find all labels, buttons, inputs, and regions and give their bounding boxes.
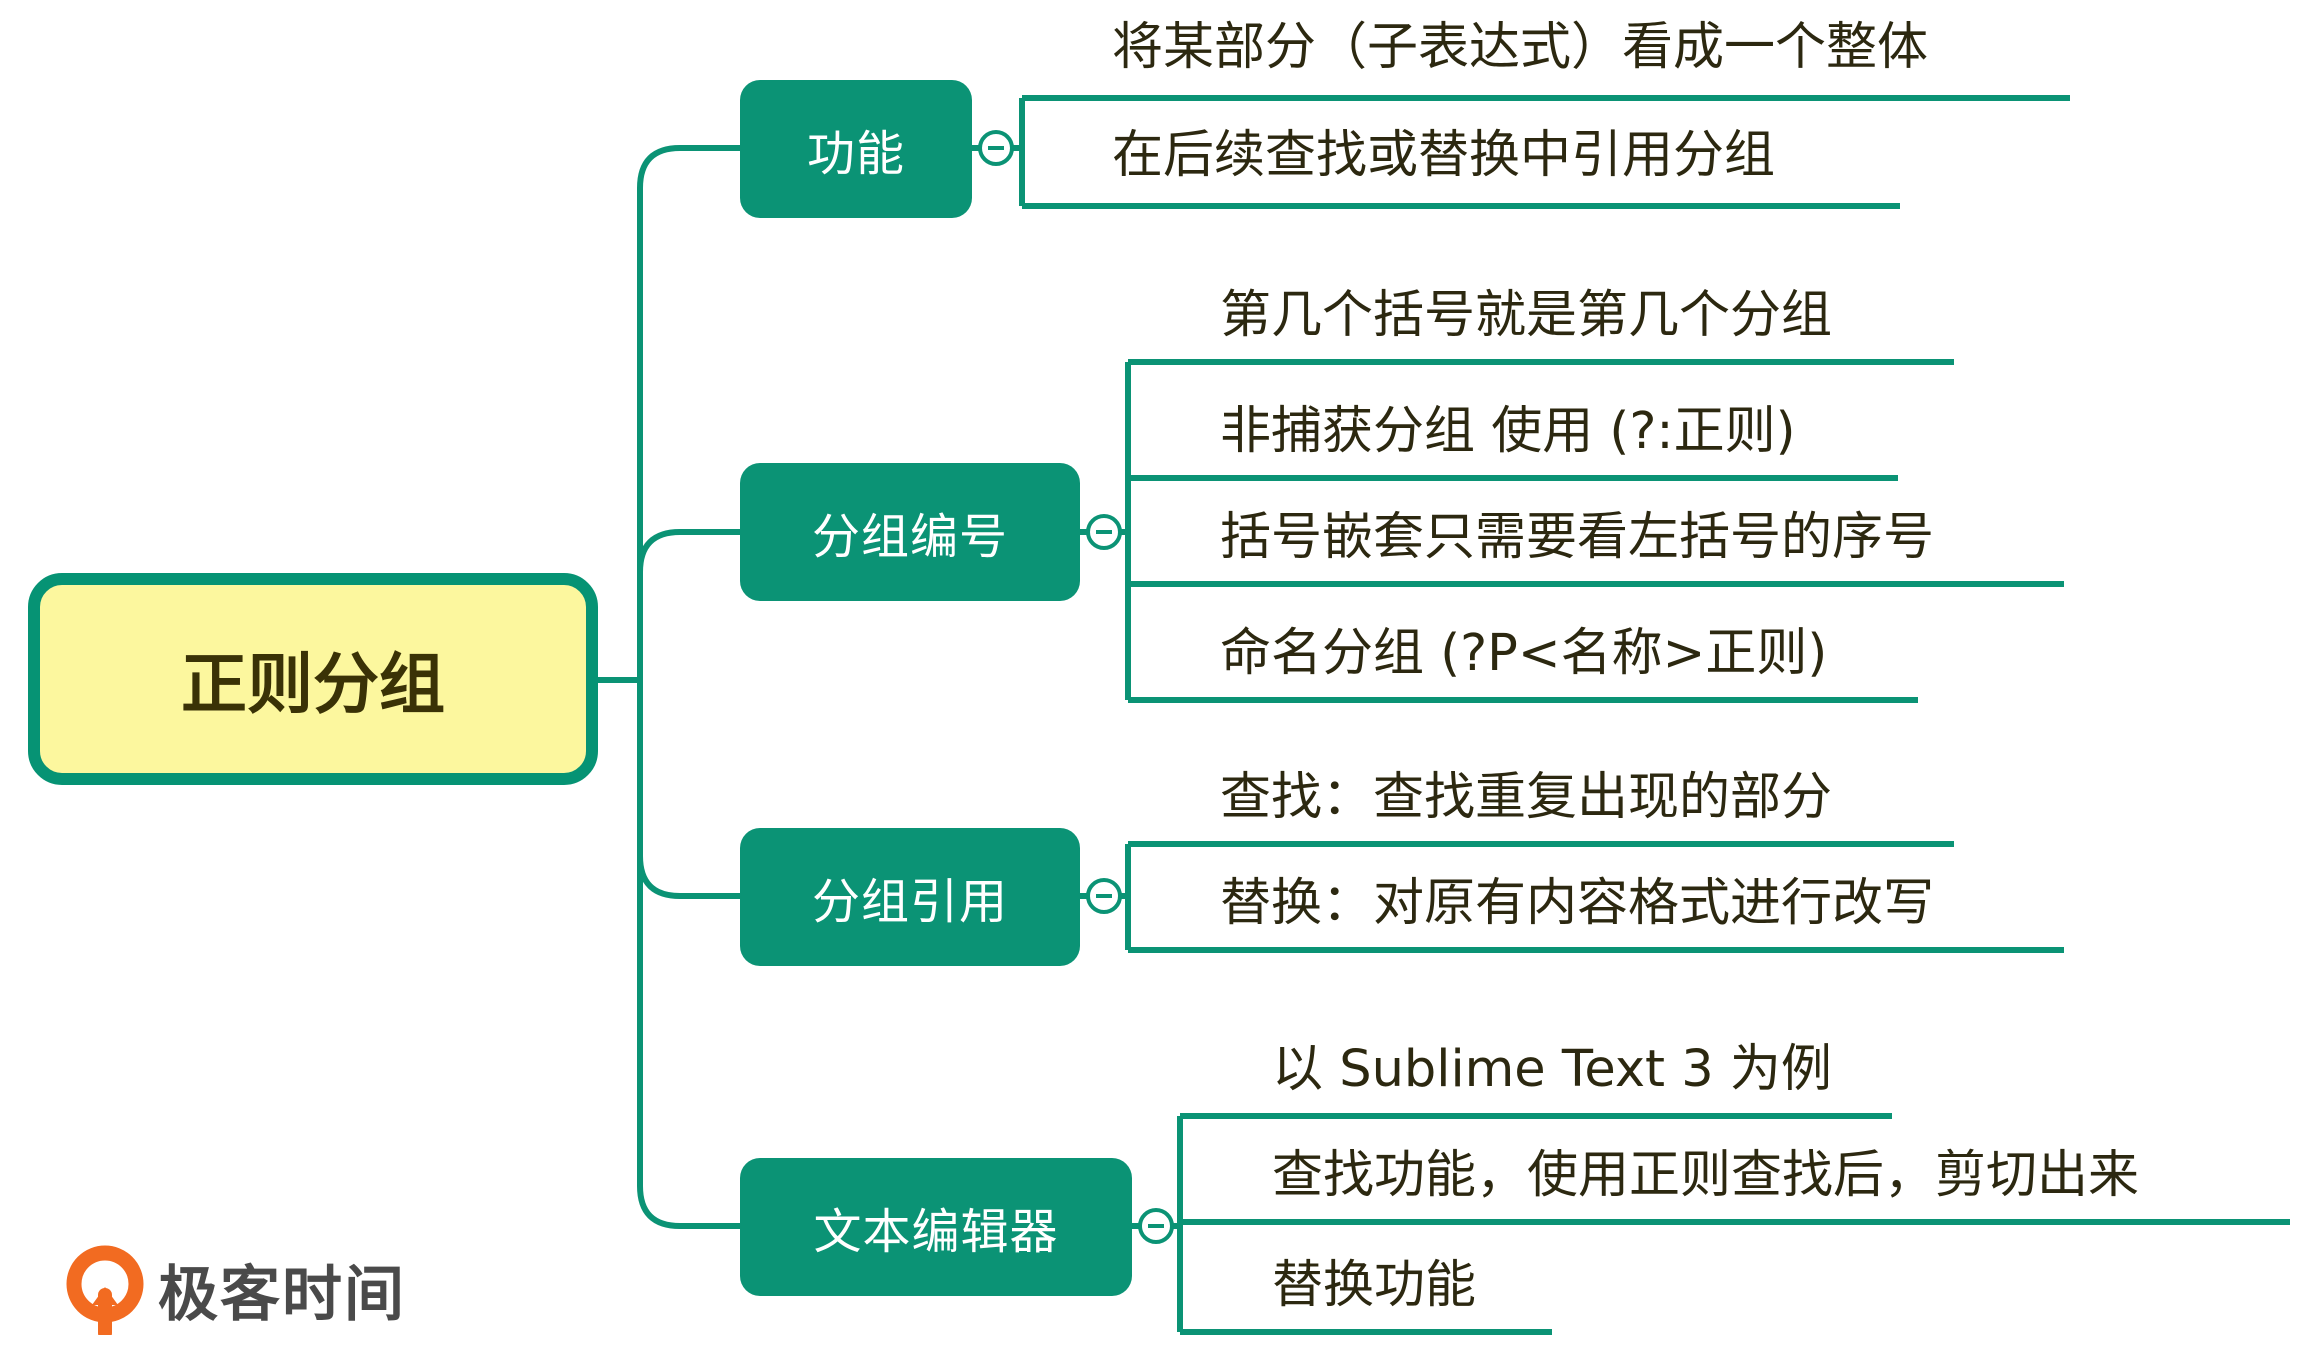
root-node[interactable]: 正则分组 [28, 573, 598, 785]
connector-function [637, 145, 740, 680]
branch-function[interactable]: 功能 [740, 80, 972, 218]
leaf-editor-1[interactable]: 以 Sublime Text 3 为例 [1272, 1040, 1832, 1099]
branch-group-reference[interactable]: 分组引用 [740, 828, 1080, 966]
leaf-function-2[interactable]: 在后续查找或替换中引用分组 [1112, 126, 1776, 185]
leaf-reference-2[interactable]: 替换：对原有内容格式进行改写 [1220, 874, 1935, 933]
leaf-editor-2[interactable]: 查找功能，使用正则查找后，剪切出来 [1272, 1146, 2140, 1205]
leaf-numbering-1[interactable]: 第几个括号就是第几个分组 [1220, 286, 1833, 345]
leaf-function-1[interactable]: 将某部分（子表达式）看成一个整体 [1112, 18, 1929, 77]
branch-text-editor[interactable]: 文本编辑器 [740, 1158, 1132, 1296]
brand-name: 极客时间 [158, 1259, 406, 1330]
branch-label: 功能 [806, 126, 905, 182]
leaf-numbering-4[interactable]: 命名分组 (?P<名称>正则) [1220, 624, 1828, 683]
leaf-editor-3[interactable]: 替换功能 [1272, 1256, 1477, 1315]
connector-group-reference [637, 680, 740, 899]
branch-label: 文本编辑器 [813, 1204, 1059, 1260]
leaf-numbering-2[interactable]: 非捕获分组 使用 (?:正则) [1220, 402, 1796, 461]
branch-group-numbering[interactable]: 分组编号 [740, 463, 1080, 601]
brand-watermark: 极客时间 [64, 1242, 406, 1336]
branch-label: 分组编号 [811, 509, 1008, 565]
connector-text-editor [637, 680, 740, 1229]
leaf-reference-1[interactable]: 查找：查找重复出现的部分 [1220, 768, 1833, 827]
leaf-numbering-3[interactable]: 括号嵌套只需要看左括号的序号 [1220, 508, 1935, 567]
brand-logo-icon [66, 1245, 144, 1335]
root-label: 正则分组 [181, 646, 445, 723]
connector-group-numbering [637, 529, 740, 680]
branch-label: 分组引用 [811, 874, 1008, 930]
